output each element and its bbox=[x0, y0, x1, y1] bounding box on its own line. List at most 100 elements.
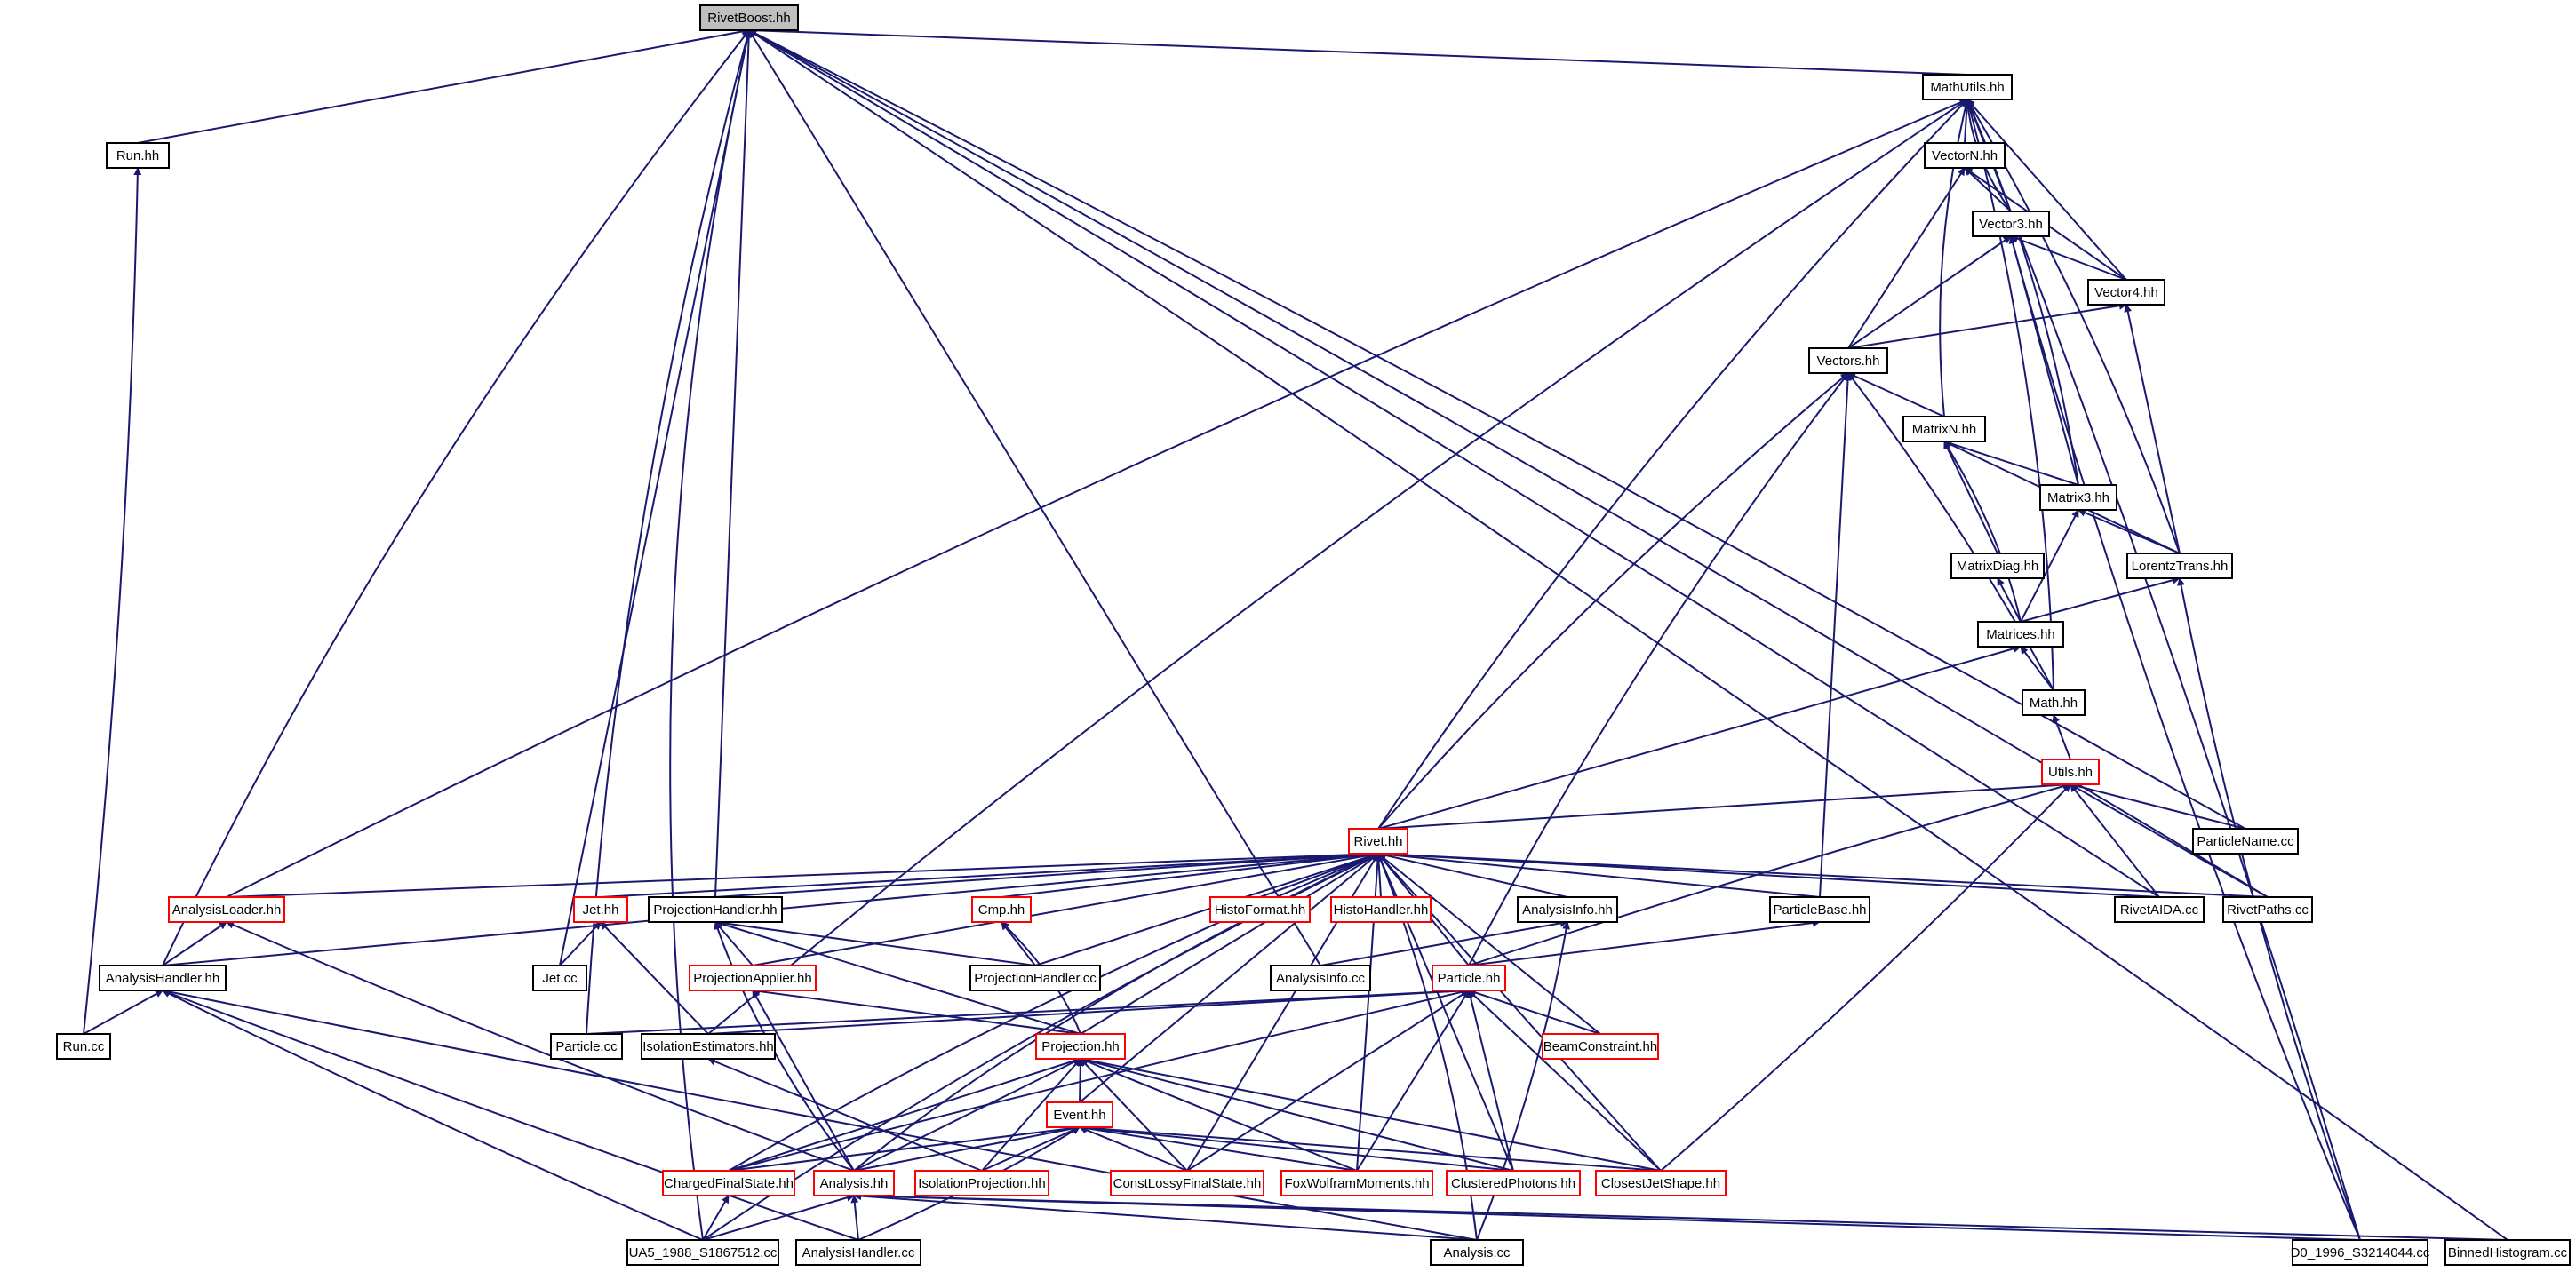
edge-projection-to-projhandler bbox=[714, 920, 1081, 1035]
svg-text:ConstLossyFinalState.hh: ConstLossyFinalState.hh bbox=[1113, 1176, 1262, 1191]
node-histohandler[interactable]: HistoHandler.hh bbox=[1330, 896, 1432, 923]
edge-analysisinfo_cc-to-analysisinfo_hh bbox=[1320, 918, 1568, 966]
svg-text:Jet.hh: Jet.hh bbox=[583, 902, 619, 918]
edge-particlebase-to-rivet bbox=[1377, 850, 1821, 898]
node-rivetboost[interactable]: RivetBoost.hh bbox=[699, 4, 799, 31]
node-projectionapplier[interactable]: ProjectionApplier.hh bbox=[689, 965, 817, 991]
node-jet-hh[interactable]: Jet.hh bbox=[573, 896, 628, 923]
node-histoformat[interactable]: HistoFormat.hh bbox=[1209, 896, 1311, 923]
node-closestjetshape[interactable]: ClosestJetShape.hh bbox=[1595, 1170, 1727, 1196]
node-rivetaida[interactable]: RivetAIDA.cc bbox=[2114, 896, 2205, 923]
svg-text:Analysis.hh: Analysis.hh bbox=[820, 1176, 889, 1191]
edge-projapplier-to-rivet bbox=[752, 850, 1379, 966]
node-vectorn[interactable]: VectorN.hh bbox=[1924, 142, 2006, 169]
edge-ua5-to-analysis_hh bbox=[702, 1193, 855, 1241]
node-run-cc[interactable]: Run.cc bbox=[56, 1033, 111, 1060]
node-beamconstraint[interactable]: BeamConstraint.hh bbox=[1542, 1033, 1659, 1060]
node-particle-hh[interactable]: Particle.hh bbox=[1432, 965, 1506, 991]
svg-text:AnalysisLoader.hh: AnalysisLoader.hh bbox=[172, 902, 282, 918]
edge-chargedfs-to-event bbox=[728, 1124, 1081, 1172]
edge-particle_hh-to-particlebase bbox=[1468, 918, 1821, 966]
edge-matrices-to-lorentz bbox=[2020, 576, 2181, 623]
edge-jet_cc-to-rivetboost bbox=[559, 29, 752, 966]
svg-text:Jet.cc: Jet.cc bbox=[542, 971, 578, 986]
node-particlename[interactable]: ParticleName.cc bbox=[2192, 828, 2299, 855]
edge-d0-to-vector3 bbox=[2008, 235, 2361, 1241]
edge-jet_hh-to-rivet bbox=[600, 849, 1379, 898]
edge-isoproj-to-projection bbox=[981, 1058, 1081, 1172]
node-analysishandler-cc[interactable]: AnalysisHandler.cc bbox=[795, 1239, 921, 1266]
svg-text:ChargedFinalState.hh: ChargedFinalState.hh bbox=[664, 1176, 794, 1191]
node-isolationestimators[interactable]: IsolationEstimators.hh bbox=[641, 1033, 776, 1060]
node-matrices[interactable]: Matrices.hh bbox=[1977, 621, 2064, 648]
node-isolationprojection[interactable]: IsolationProjection.hh bbox=[914, 1170, 1049, 1196]
node-matrixn[interactable]: MatrixN.hh bbox=[1902, 416, 1986, 442]
edge-lorentz-to-matrix3 bbox=[2078, 509, 2181, 554]
edge-rivet-to-matrices bbox=[1377, 644, 2022, 830]
edge-beamconstraint-to-particle_hh bbox=[1468, 989, 1601, 1035]
node-matrixdiag[interactable]: MatrixDiag.hh bbox=[1950, 553, 2045, 579]
node-cmp[interactable]: Cmp.hh bbox=[971, 896, 1032, 923]
node-mathutils[interactable]: MathUtils.hh bbox=[1922, 74, 2013, 100]
svg-text:Vector3.hh: Vector3.hh bbox=[1979, 217, 2043, 232]
node-rivetpaths[interactable]: RivetPaths.cc bbox=[2222, 896, 2313, 923]
node-utils[interactable]: Utils.hh bbox=[2041, 759, 2100, 785]
svg-text:RivetBoost.hh: RivetBoost.hh bbox=[707, 11, 790, 26]
edge-analysishandler_hh-to-analysisloader bbox=[162, 921, 227, 966]
node-jet-cc[interactable]: Jet.cc bbox=[532, 965, 587, 991]
svg-text:ProjectionApplier.hh: ProjectionApplier.hh bbox=[693, 971, 811, 986]
dependency-edges bbox=[83, 26, 2508, 1241]
edge-vectors-to-vectorn bbox=[1847, 167, 1966, 349]
edge-particle_hh-to-vectors bbox=[1468, 372, 1849, 966]
node-analysisloader[interactable]: AnalysisLoader.hh bbox=[168, 896, 285, 923]
svg-text:MathUtils.hh: MathUtils.hh bbox=[1930, 80, 2004, 95]
node-lorentztrans[interactable]: LorentzTrans.hh bbox=[2126, 553, 2233, 579]
node-vector4[interactable]: Vector4.hh bbox=[2087, 279, 2165, 306]
node-projectionhandler-hh[interactable]: ProjectionHandler.hh bbox=[648, 896, 783, 923]
node-projectionhandler-cc[interactable]: ProjectionHandler.cc bbox=[969, 965, 1101, 991]
node-foxwolframmoments[interactable]: FoxWolframMoments.hh bbox=[1280, 1170, 1433, 1196]
edge-math-to-mathutils bbox=[1965, 99, 2054, 691]
node-math[interactable]: Math.hh bbox=[2022, 689, 2086, 716]
node-particle-cc[interactable]: Particle.cc bbox=[550, 1033, 623, 1060]
node-particlebase[interactable]: ParticleBase.hh bbox=[1769, 896, 1870, 923]
node-binnedhistogram[interactable]: BinnedHistogram.cc bbox=[2444, 1239, 2571, 1266]
edge-foxwolfram-to-rivet bbox=[1356, 853, 1382, 1172]
edge-chargedfs-to-particle_hh bbox=[728, 988, 1470, 1172]
node-d0[interactable]: D0_1996_S3214044.cc bbox=[2291, 1239, 2430, 1266]
node-analysisinfo-hh[interactable]: AnalysisInfo.hh bbox=[1517, 896, 1618, 923]
svg-text:RivetAIDA.cc: RivetAIDA.cc bbox=[2120, 902, 2199, 918]
svg-text:UA5_1988_S1867512.cc: UA5_1988_S1867512.cc bbox=[629, 1245, 778, 1260]
edge-rivet-to-vectors bbox=[1377, 372, 1849, 830]
node-vector3[interactable]: Vector3.hh bbox=[1972, 211, 2050, 237]
edge-clusteredphotons-to-particle_hh bbox=[1466, 990, 1514, 1172]
node-matrix3[interactable]: Matrix3.hh bbox=[2039, 484, 2117, 511]
node-analysis-cc[interactable]: Analysis.cc bbox=[1430, 1239, 1524, 1266]
edge-analysis_cc-to-analysis_hh bbox=[853, 1192, 1478, 1241]
edge-rivetpaths-to-rivet bbox=[1377, 849, 2269, 898]
node-analysisinfo-cc[interactable]: AnalysisInfo.cc bbox=[1270, 965, 1371, 991]
node-projection[interactable]: Projection.hh bbox=[1035, 1033, 1126, 1060]
node-chargedfinalstate[interactable]: ChargedFinalState.hh bbox=[662, 1170, 795, 1196]
node-vectors[interactable]: Vectors.hh bbox=[1808, 347, 1888, 374]
node-rivet[interactable]: Rivet.hh bbox=[1348, 828, 1408, 855]
node-constlossyfinalstate[interactable]: ConstLossyFinalState.hh bbox=[1110, 1170, 1264, 1196]
node-ua5[interactable]: UA5_1988_S1867512.cc bbox=[626, 1239, 779, 1266]
svg-text:Projection.hh: Projection.hh bbox=[1041, 1039, 1120, 1054]
svg-text:Event.hh: Event.hh bbox=[1053, 1108, 1105, 1123]
edge-vector4-to-mathutils bbox=[1966, 99, 2127, 281]
svg-text:Matrices.hh: Matrices.hh bbox=[1986, 627, 2055, 642]
node-analysishandler-hh[interactable]: AnalysisHandler.hh bbox=[99, 965, 227, 991]
edge-binnedhisto-to-rivetboost bbox=[748, 29, 2508, 1241]
node-event[interactable]: Event.hh bbox=[1046, 1101, 1113, 1128]
edge-binnedhisto-to-analysis_hh bbox=[853, 1191, 2508, 1241]
edge-cmp-to-rivet bbox=[1001, 850, 1379, 898]
svg-text:Matrix3.hh: Matrix3.hh bbox=[2047, 490, 2109, 505]
edge-chargedfs-to-projection bbox=[728, 1057, 1081, 1172]
node-run-hh[interactable]: Run.hh bbox=[106, 142, 170, 169]
edge-rivet-to-mathutils bbox=[1377, 99, 1968, 830]
svg-text:ParticleBase.hh: ParticleBase.hh bbox=[1773, 902, 1866, 918]
svg-text:MatrixDiag.hh: MatrixDiag.hh bbox=[1957, 559, 2039, 574]
node-clusteredphotons[interactable]: ClusteredPhotons.hh bbox=[1446, 1170, 1581, 1196]
node-analysis-hh[interactable]: Analysis.hh bbox=[813, 1170, 895, 1196]
